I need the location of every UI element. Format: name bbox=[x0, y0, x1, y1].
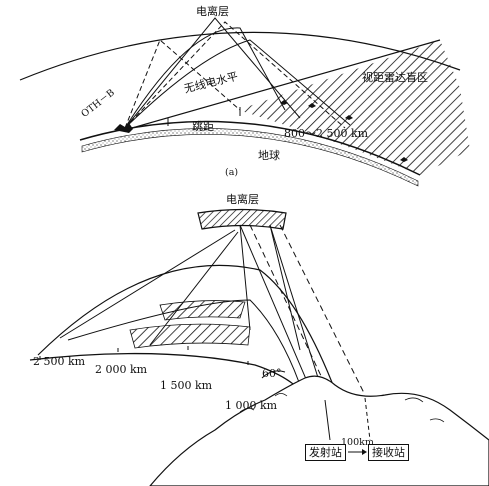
coverage-outer bbox=[37, 264, 336, 391]
diagram-b bbox=[29, 208, 489, 486]
ray-path-3 bbox=[124, 27, 286, 129]
range-1500-label: 1 500 km bbox=[160, 379, 213, 392]
coverage-inner bbox=[67, 299, 301, 386]
blind-zone-label: 视距雷达盲区 bbox=[362, 71, 428, 84]
skip-label: 跳距 bbox=[192, 120, 214, 133]
angle-label: 60° bbox=[262, 367, 282, 380]
target-marker bbox=[280, 100, 288, 105]
diagram-a bbox=[19, 17, 470, 187]
illuminated-zone-2 bbox=[129, 323, 251, 349]
angle-arc bbox=[261, 370, 286, 379]
beam-line-5 bbox=[249, 224, 331, 396]
beam-line-3 bbox=[239, 224, 251, 331]
ray-path-2 bbox=[124, 21, 346, 129]
range-1000-label: 1 000 km bbox=[225, 399, 278, 412]
target-marker bbox=[400, 157, 408, 162]
beam-line-4 bbox=[269, 224, 301, 351]
range-label: 800～2 500 km bbox=[284, 127, 369, 140]
ionosphere-label-a: 电离层 bbox=[196, 5, 229, 18]
separation-label: 100km bbox=[341, 437, 374, 448]
ray-path-4 bbox=[124, 39, 351, 129]
beam-line-1 bbox=[239, 224, 316, 401]
blind-zone-region bbox=[238, 40, 470, 175]
illuminated-zone-1 bbox=[159, 300, 246, 321]
radio-horizon-line bbox=[124, 39, 441, 131]
beam-line-7 bbox=[59, 229, 236, 339]
terrain-texture bbox=[239, 393, 445, 423]
beam-line-6 bbox=[279, 224, 366, 396]
beam-line-8 bbox=[149, 231, 239, 346]
earth-ground-b bbox=[29, 352, 301, 391]
earth-label: 地球 bbox=[258, 149, 280, 162]
caption-a: (a) bbox=[225, 167, 239, 178]
ionosphere-label-b: 电离层 bbox=[226, 193, 259, 206]
oth-b-site bbox=[114, 123, 133, 133]
ionosphere-slab bbox=[197, 208, 287, 230]
range-2500-label: 2 500 km bbox=[33, 355, 86, 368]
beam-line-2 bbox=[269, 224, 326, 401]
target-marker bbox=[308, 103, 316, 108]
range-2000-label: 2 000 km bbox=[95, 363, 148, 376]
terrain bbox=[149, 375, 489, 486]
earth-crust-a bbox=[81, 128, 419, 187]
rx-station-box: 接收站 bbox=[368, 444, 409, 461]
tx-station-box: 发射站 bbox=[305, 444, 346, 461]
target-marker bbox=[345, 115, 353, 120]
